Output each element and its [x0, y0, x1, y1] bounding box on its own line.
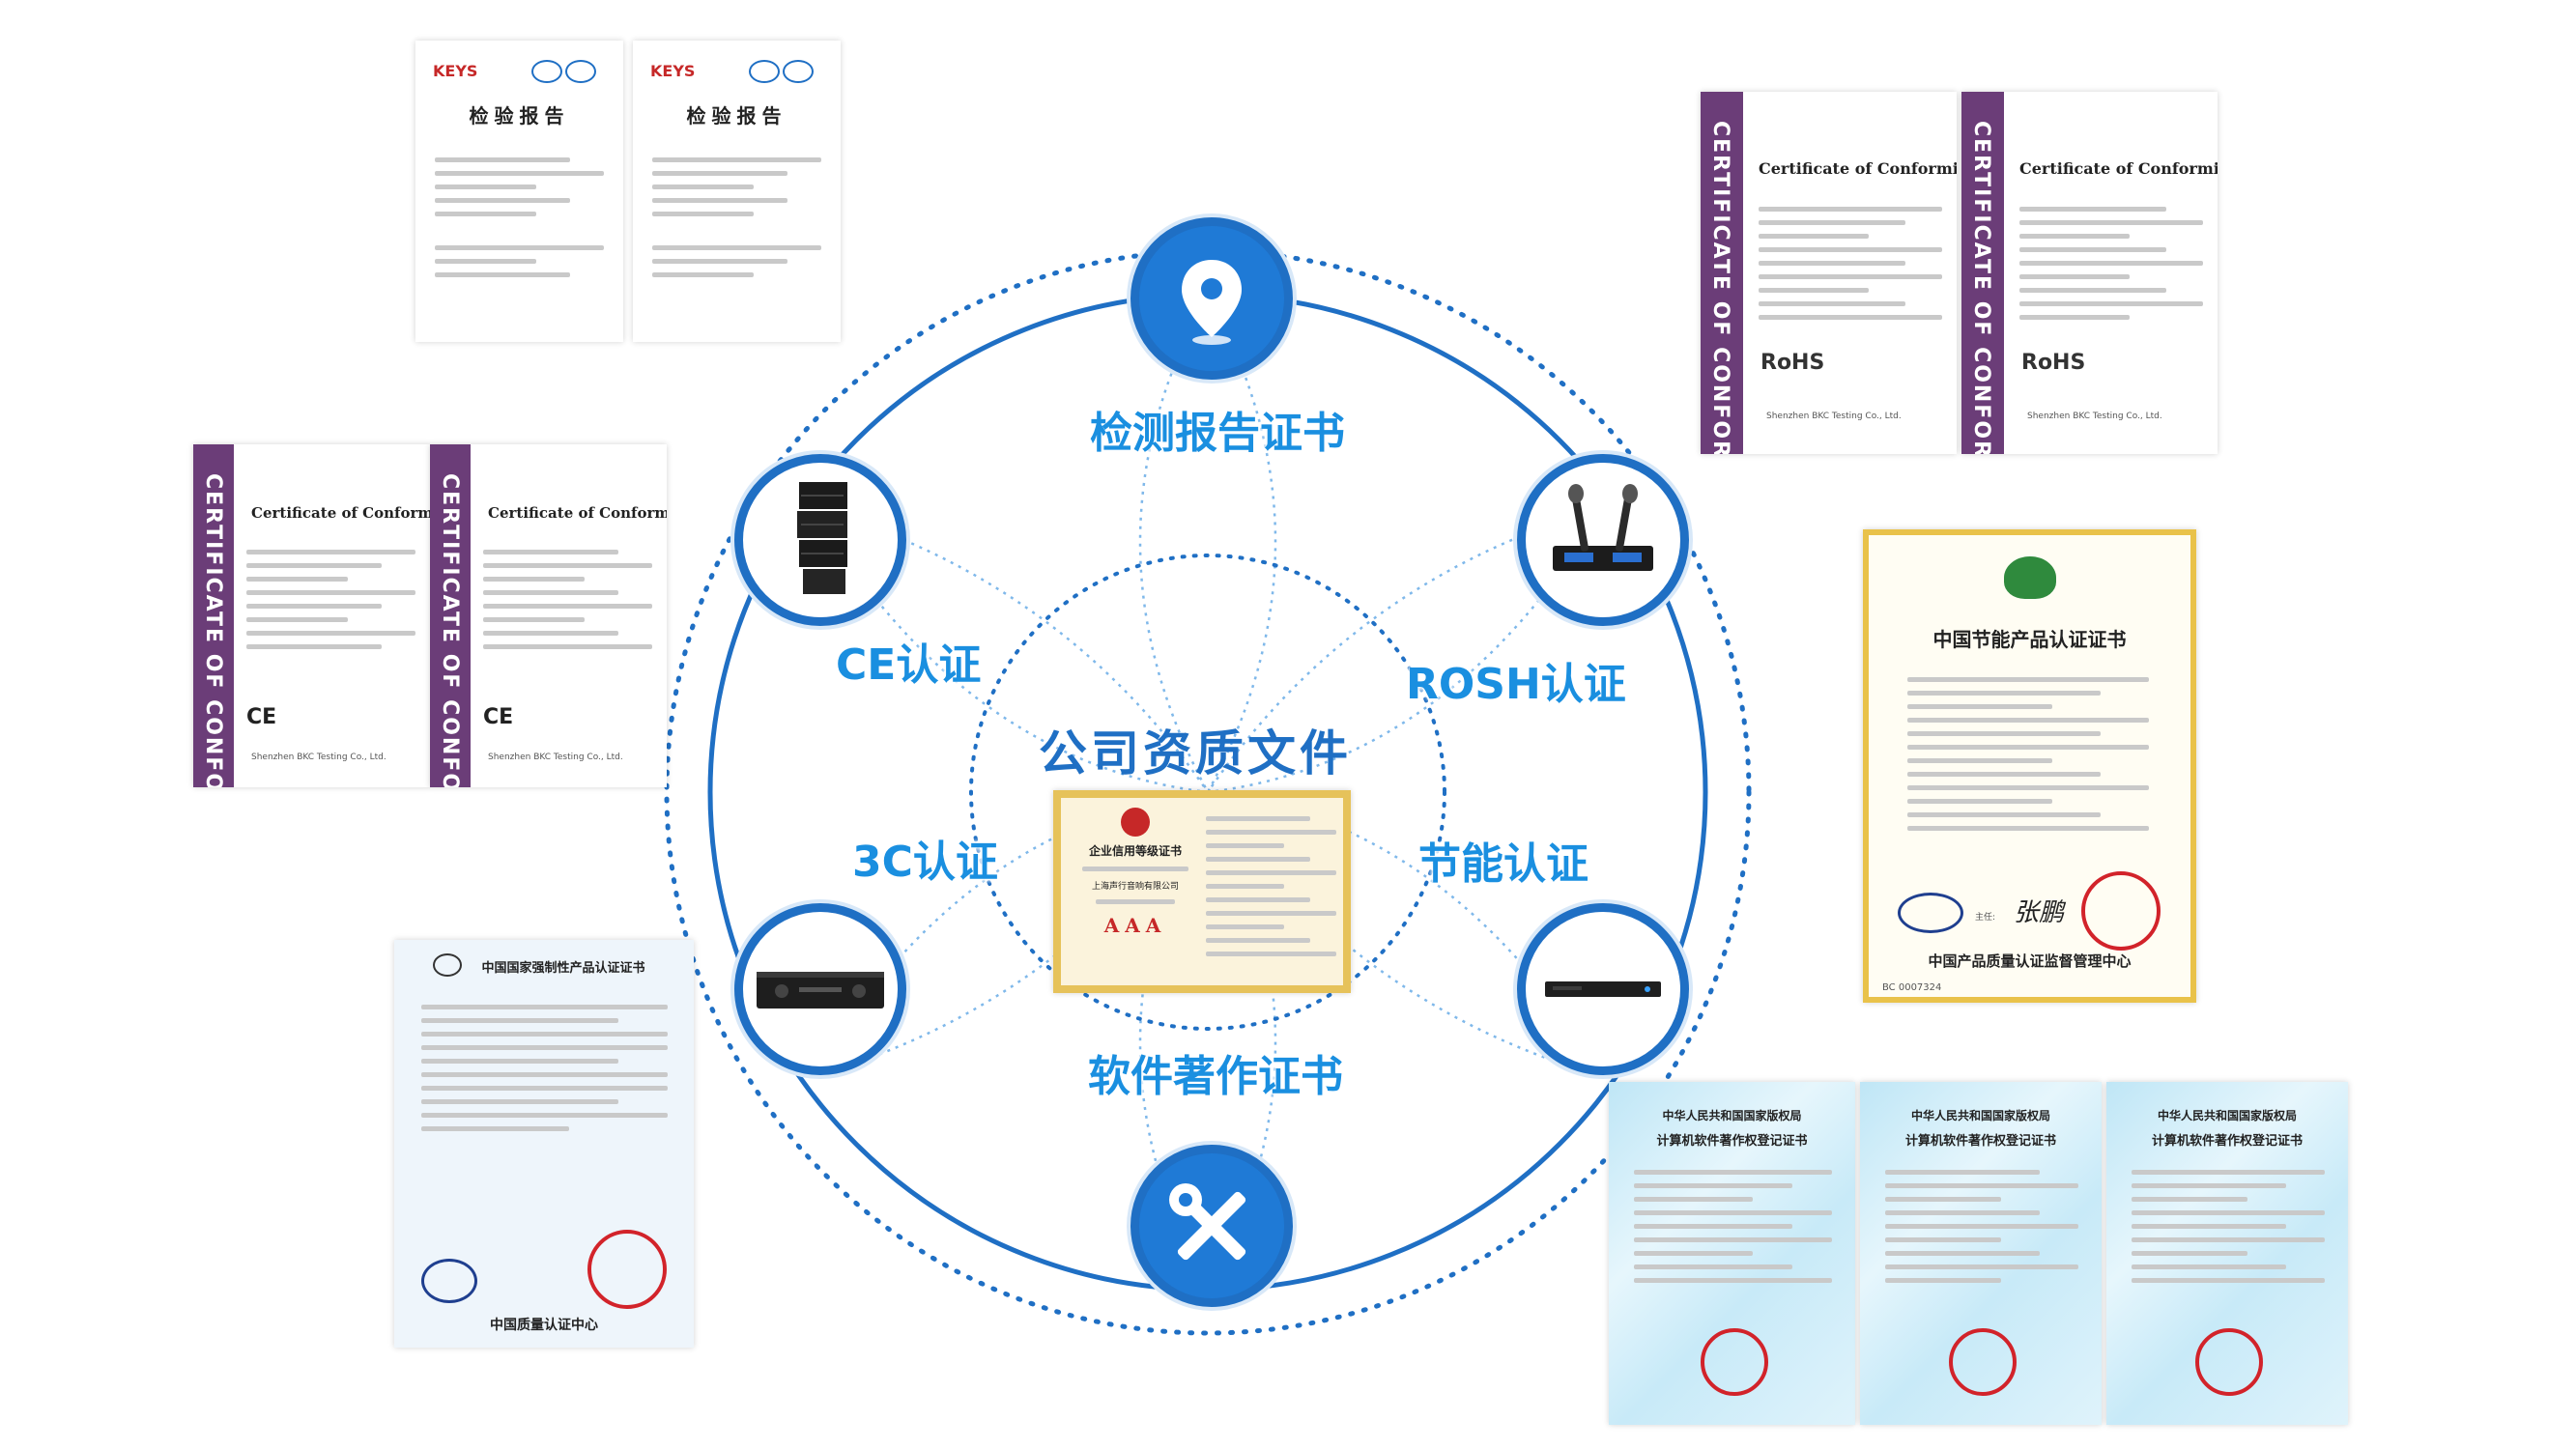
credit-emblem	[1121, 808, 1150, 837]
ce-coc-2: CERTIFICATE OF CONFORMITY Certificate of…	[430, 444, 667, 787]
cnas-logo	[531, 60, 562, 83]
keys-logo: KEYS	[433, 62, 478, 80]
315coc-logo	[1898, 893, 1963, 933]
coc-title: Certificate of Conformity	[1759, 159, 1957, 178]
location-pin-icon	[1182, 260, 1242, 345]
rack-device-image	[1545, 981, 1661, 997]
cnas-logo-2	[783, 60, 814, 83]
energy-certificate: 中国节能产品认证证书 主任: 张鹏 中国产品质量认证监督管理中心 BC 0007…	[1863, 529, 2196, 1003]
credit-company: 上海声行音响有限公司	[1091, 882, 1179, 892]
ccc-footer: 中国质量认证中心	[490, 1318, 598, 1333]
label-3c: 3C认证	[852, 838, 998, 887]
node-top[interactable]	[1131, 217, 1293, 380]
soft-stamp	[1949, 1328, 2017, 1396]
cnas-logo	[749, 60, 780, 83]
energy-issuer: 中国产品质量认证监督管理中心	[1928, 952, 2132, 970]
ccc-stamp	[587, 1230, 667, 1309]
coc-lab: Shenzhen BKC Testing Co., Ltd.	[2027, 412, 2162, 421]
test-report-1: KEYS 检验报告	[415, 41, 623, 342]
energy-emblem	[2004, 556, 2056, 599]
energy-sign-label: 主任:	[1975, 913, 1996, 923]
rohs-mark: RoHS	[2021, 351, 2086, 375]
credit-title: 企业信用等级证书	[1088, 844, 1182, 858]
coc-lab: Shenzhen BKC Testing Co., Ltd.	[1766, 412, 1902, 421]
node-lower-left[interactable]	[734, 903, 906, 1075]
cqc-logo	[421, 1259, 477, 1303]
label-software: 软件著作证书	[1088, 1052, 1343, 1101]
ce-mark: CE	[483, 705, 514, 729]
ce-mark: CE	[246, 705, 277, 729]
coc-lab: Shenzhen BKC Testing Co., Ltd.	[488, 753, 623, 762]
soft-stamp	[1701, 1328, 1768, 1396]
soft-title: 计算机软件著作权登记证书	[2151, 1134, 2303, 1149]
energy-title: 中国节能产品认证证书	[1932, 628, 2127, 651]
coc-lab: Shenzhen BKC Testing Co., Ltd.	[251, 753, 386, 762]
soft-title: 计算机软件著作权登记证书	[1904, 1134, 2056, 1149]
credit-grade: AAA	[1103, 914, 1167, 937]
ce-coc-1: CERTIFICATE OF CONFORMITY Certificate of…	[193, 444, 430, 787]
coc-band: CERTIFICATE OF CONFORMITY	[193, 444, 234, 787]
keys-logo: KEYS	[650, 62, 696, 80]
rohs-mark: RoHS	[1760, 351, 1825, 375]
outer-dotted-ring	[664, 248, 1752, 1336]
soft-head: 中华人民共和国国家版权局	[1910, 1109, 2050, 1122]
rohs-coc-2: CERTIFICATE OF CONFORMITY Certificate of…	[1961, 92, 2218, 454]
coc-band: CERTIFICATE OF CONFORMITY	[430, 444, 471, 787]
energy-signature: 张鹏	[2014, 898, 2065, 927]
label-test-report: 检测报告证书	[1090, 409, 1345, 458]
tools-icon	[1169, 1183, 1246, 1261]
coc-band: CERTIFICATE OF CONFORMITY	[1961, 92, 2004, 454]
wireless-microphone-image	[1553, 484, 1653, 571]
soft-title: 计算机软件著作权登记证书	[1656, 1134, 1808, 1149]
coc-title: Certificate of Conformity	[2019, 159, 2218, 178]
ccc-logo	[433, 953, 462, 977]
label-energy: 节能认证	[1418, 839, 1589, 889]
software-cert-2: 中华人民共和国国家版权局 计算机软件著作权登记证书	[1860, 1082, 2102, 1425]
node-upper-left[interactable]	[734, 454, 906, 626]
inner-dotted-ring	[969, 554, 1446, 1031]
line-array-speaker-image	[797, 482, 847, 594]
soft-head: 中华人民共和国国家版权局	[1662, 1109, 1802, 1122]
energy-serial: BC 0007324	[1882, 982, 1942, 993]
report-title: 检验报告	[469, 104, 570, 128]
node-bottom[interactable]	[1131, 1145, 1293, 1307]
soft-head: 中华人民共和国国家版权局	[2157, 1109, 2297, 1122]
center-title: 公司资质文件	[1039, 725, 1352, 781]
node-lower-right[interactable]	[1517, 903, 1689, 1075]
label-rohs: ROSH认证	[1406, 660, 1626, 709]
coc-title: Certificate of Conformity	[488, 504, 667, 522]
rohs-coc-1: CERTIFICATE OF CONFORMITY Certificate of…	[1701, 92, 1957, 454]
soft-stamp	[2195, 1328, 2263, 1396]
test-report-2: KEYS 检验报告	[633, 41, 841, 342]
report-title: 检验报告	[686, 104, 787, 128]
ccc-title: 中国国家强制性产品认证证书	[481, 961, 645, 976]
label-ce: CE认证	[836, 640, 982, 690]
software-cert-3: 中华人民共和国国家版权局 计算机软件著作权登记证书	[2106, 1082, 2348, 1425]
node-upper-right[interactable]	[1517, 454, 1689, 626]
software-cert-1: 中华人民共和国国家版权局 计算机软件著作权登记证书	[1609, 1082, 1855, 1425]
energy-stamp	[2081, 871, 2161, 951]
credit-certificate: 企业信用等级证书 上海声行音响有限公司 AAA	[1053, 790, 1351, 993]
coc-title: Certificate of Conformity	[251, 504, 430, 522]
power-amplifier-image	[757, 972, 884, 1009]
ccc-certificate: 中国国家强制性产品认证证书 中国质量认证中心	[394, 940, 694, 1348]
coc-band: CERTIFICATE OF CONFORMITY	[1701, 92, 1743, 454]
cnas-logo-2	[565, 60, 596, 83]
